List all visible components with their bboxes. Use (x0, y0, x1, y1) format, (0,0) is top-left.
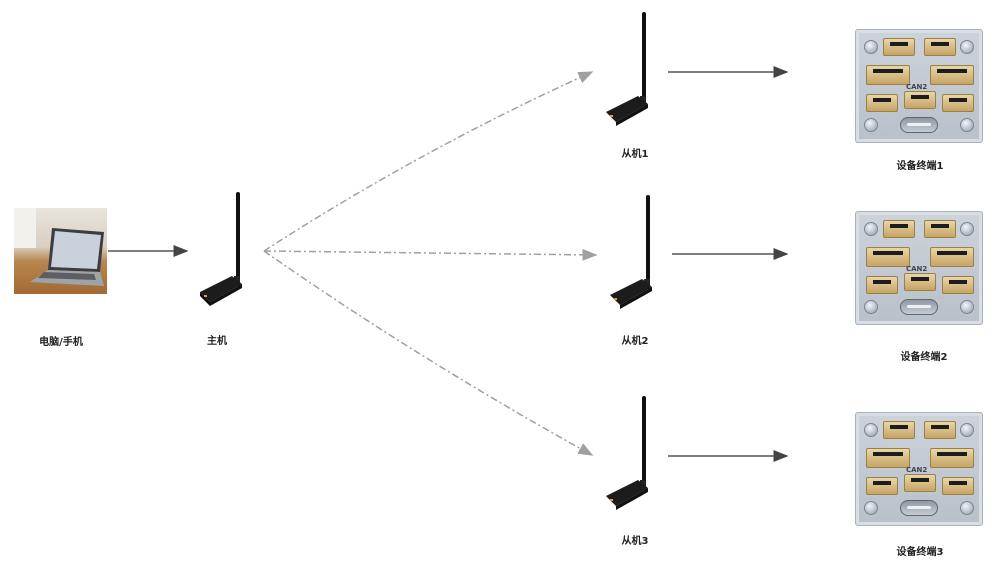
terminal3-label: 设备终端3 (896, 547, 944, 558)
computer-label: 电脑/手机 (39, 337, 83, 348)
laptop-image (14, 208, 107, 294)
slave2-label: 从机2 (621, 336, 649, 347)
wireless-arrow-slave1 (263, 71, 594, 252)
slave3-label: 从机3 (621, 536, 649, 547)
terminal2-label: 设备终端2 (900, 352, 948, 363)
slave3-radio-icon (606, 396, 648, 510)
slave1-radio-icon (606, 12, 648, 126)
slave2-radio-icon (610, 195, 652, 309)
terminal2-panel-icon: CAN2 (855, 211, 983, 325)
slave1-label: 从机1 (621, 149, 649, 160)
terminal1-label: 设备终端1 (896, 161, 944, 172)
wireless-arrow-slave3 (263, 250, 594, 456)
terminal1-panel-icon: CAN2 (855, 29, 983, 143)
master-radio-icon (200, 192, 242, 306)
terminal3-panel-icon: CAN2 (855, 412, 983, 526)
master-label: 主机 (207, 336, 227, 347)
wireless-arrow-slave2 (263, 248, 598, 261)
